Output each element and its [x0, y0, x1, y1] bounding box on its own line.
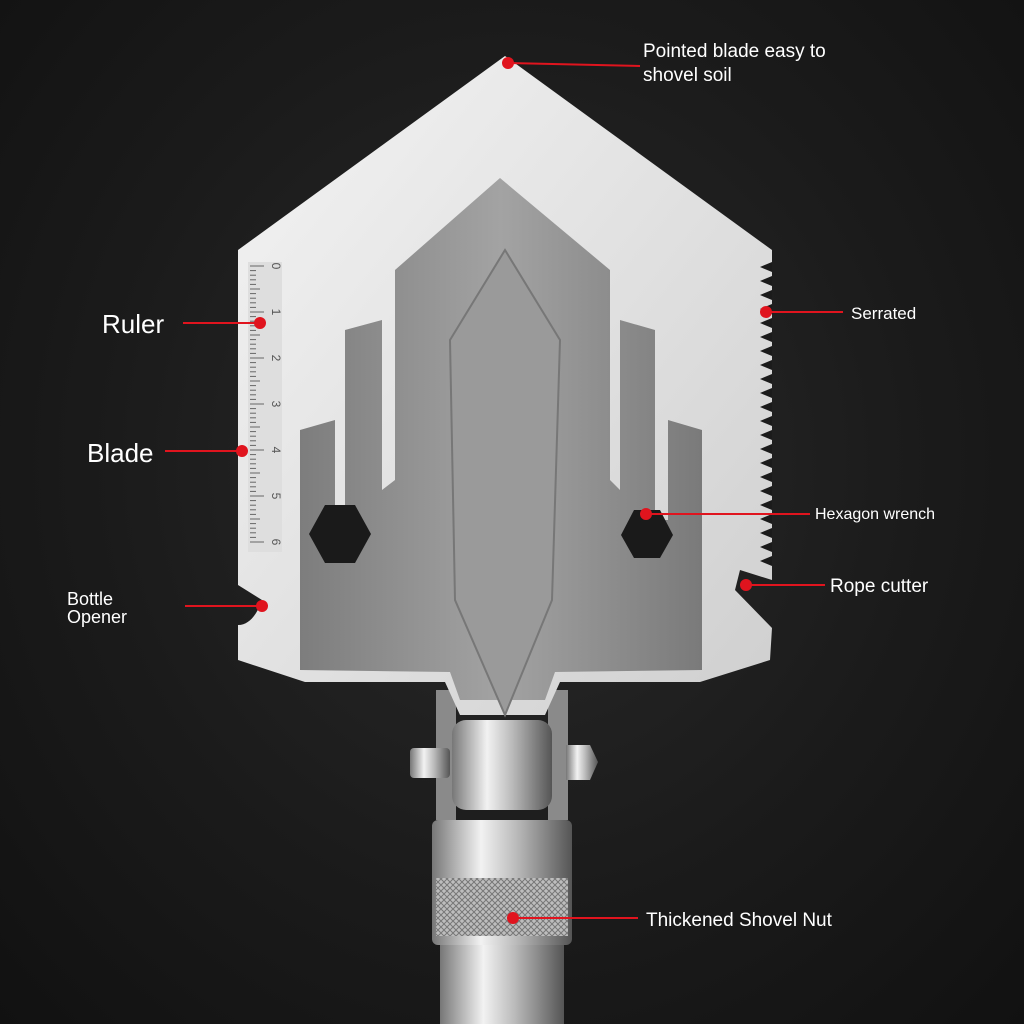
- serrated-edge: [760, 262, 772, 566]
- bolt-left: [410, 748, 450, 778]
- center-spine: [448, 248, 562, 718]
- bolt-right: [566, 745, 598, 780]
- hinge-plate-right: [548, 690, 568, 820]
- annotation-dots: [236, 57, 772, 924]
- handle: [440, 940, 564, 1024]
- serration-tooth: [760, 332, 772, 342]
- ruler-number: 1: [269, 309, 283, 316]
- label-pointed-blade-line2: shovel soil: [643, 65, 732, 86]
- serration-tooth: [760, 360, 772, 370]
- ruler-number: 3: [269, 401, 283, 408]
- serration-tooth: [760, 542, 772, 552]
- ruler: 0 1 2 3 4 5 6: [248, 262, 283, 552]
- serration-tooth: [760, 556, 772, 566]
- hinge-knuckle: [452, 720, 552, 810]
- serration-tooth: [760, 514, 772, 524]
- ruler-number: 4: [269, 447, 283, 454]
- serration-tooth: [760, 388, 772, 398]
- serration-tooth: [760, 318, 772, 328]
- label-serrated: Serrated: [851, 304, 916, 323]
- serration-tooth: [760, 262, 772, 272]
- serration-tooth: [760, 290, 772, 300]
- label-hexagon-wrench: Hexagon wrench: [815, 506, 935, 523]
- ruler-number: 6: [269, 539, 283, 546]
- serration-tooth: [760, 486, 772, 496]
- label-bottle-opener-line1: Bottle: [67, 589, 113, 609]
- ruler-number: 2: [269, 355, 283, 362]
- hexagon-hole-left: [309, 505, 371, 563]
- label-shovel-nut: Thickened Shovel Nut: [646, 910, 833, 931]
- serration-tooth: [760, 472, 772, 482]
- serration-tooth: [760, 430, 772, 440]
- serration-tooth: [760, 528, 772, 538]
- knurled-grip: [436, 878, 568, 936]
- label-ruler: Ruler: [102, 309, 164, 339]
- serration-tooth: [760, 458, 772, 468]
- serration-tooth: [760, 374, 772, 384]
- serration-tooth: [760, 276, 772, 286]
- serration-tooth: [760, 346, 772, 356]
- serration-tooth: [760, 416, 772, 426]
- label-rope-cutter: Rope cutter: [830, 576, 929, 597]
- serration-tooth: [760, 500, 772, 510]
- ruler-number: 0: [269, 263, 283, 270]
- serration-tooth: [760, 444, 772, 454]
- hexagon-hole-right: [621, 510, 673, 558]
- label-blade: Blade: [87, 438, 154, 468]
- label-pointed-blade-line1: Pointed blade easy to: [643, 41, 826, 62]
- serration-tooth: [760, 402, 772, 412]
- ruler-number: 5: [269, 493, 283, 500]
- label-bottle-opener-line2: Opener: [67, 607, 127, 627]
